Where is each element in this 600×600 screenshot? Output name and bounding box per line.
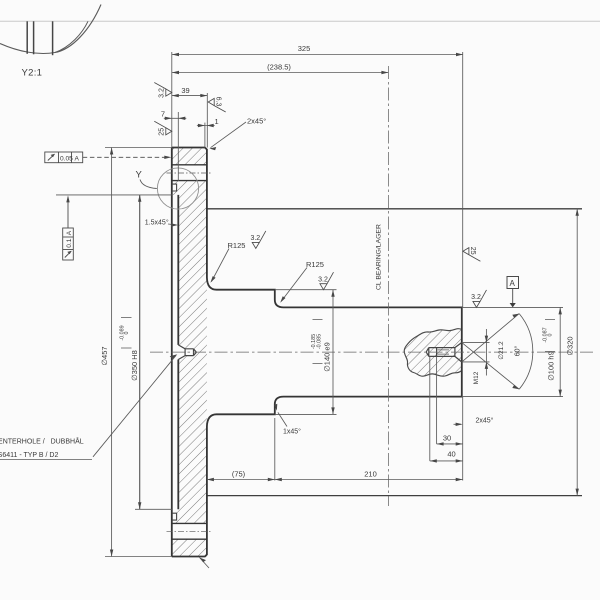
svg-text:M12: M12 [473,371,480,384]
svg-text:SS6411 - TYP B / D2: SS6411 - TYP B / D2 [0,452,58,459]
svg-text:25: 25 [469,247,476,255]
svg-text:7: 7 [161,110,165,119]
svg-text:0.1: 0.1 [66,238,73,247]
svg-text:60°: 60° [514,346,522,357]
svg-text:1x45°: 1x45° [283,428,301,436]
svg-text:39: 39 [181,86,189,95]
svg-text:30: 30 [443,433,451,442]
svg-text:1.5x45°: 1.5x45° [145,219,169,227]
svg-text:∅100 h9: ∅100 h9 [547,351,556,380]
svg-text:-0.185: -0.185 [311,334,317,349]
svg-text:-0.087: -0.087 [543,327,549,342]
svg-text:25: 25 [159,128,166,136]
svg-text:CENTERHOLE / DUBBHÅL: CENTERHOLE / DUBBHÅL [0,437,84,446]
svg-text:3.2: 3.2 [159,88,166,98]
svg-text:3.2: 3.2 [318,277,328,284]
svg-text:0: 0 [124,332,130,335]
svg-text:-0.085: -0.085 [317,334,323,349]
svg-text:∅21.2: ∅21.2 [498,341,505,360]
svg-text:6.3: 6.3 [214,97,221,107]
svg-text:Y: Y [136,170,143,181]
svg-text:∅140 e9: ∅140 e9 [323,342,332,371]
svg-text:∅320: ∅320 [566,336,575,355]
svg-text:A: A [510,279,516,288]
svg-text:325: 325 [298,44,311,53]
svg-text:1: 1 [215,117,219,126]
svg-text:-0.089: -0.089 [120,325,126,340]
svg-text:3.2: 3.2 [471,294,481,301]
svg-text:A: A [75,156,80,163]
svg-text:2x45°: 2x45° [476,417,494,425]
svg-text:∅350 H8: ∅350 H8 [130,350,139,381]
svg-text:0.05: 0.05 [60,156,73,163]
svg-text:(75): (75) [232,469,246,478]
svg-text:2x45°: 2x45° [247,117,266,126]
svg-text:210: 210 [364,469,377,478]
svg-text:A: A [66,230,73,235]
svg-text:0: 0 [548,334,554,337]
svg-text:40: 40 [447,450,455,459]
svg-text:Y2:1: Y2:1 [22,68,43,79]
svg-text:R125: R125 [306,260,324,269]
svg-text:CL BEARING/LAGER: CL BEARING/LAGER [376,224,383,290]
svg-text:∅457: ∅457 [100,346,109,365]
svg-text:(238.5): (238.5) [267,63,291,72]
svg-text:R125: R125 [228,241,246,250]
svg-text:3.2: 3.2 [250,235,260,242]
